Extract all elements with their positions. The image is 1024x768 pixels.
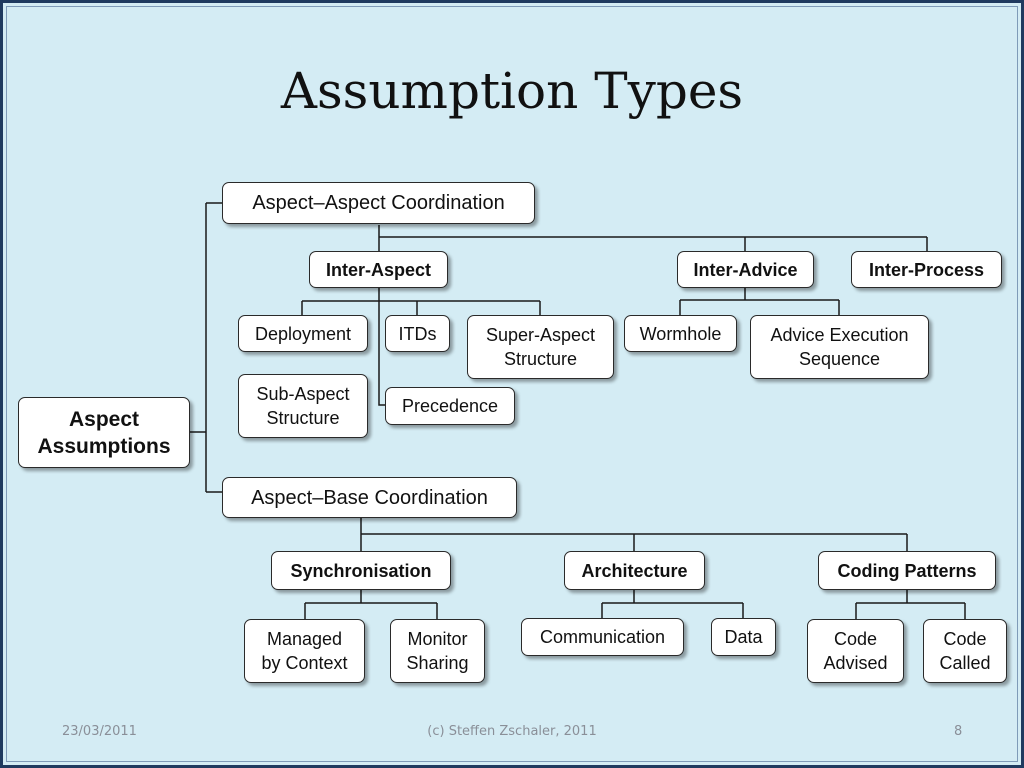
node-label: Synchronisation: [290, 560, 432, 581]
node-inter-advice: Inter-Advice: [677, 251, 814, 288]
node-synchronisation: Synchronisation: [271, 551, 451, 590]
node-label: Precedence: [401, 396, 499, 416]
node-wormhole: Wormhole: [624, 315, 737, 352]
node-label: Data: [724, 627, 763, 647]
node-label: Architecture: [581, 560, 688, 581]
node-deployment: Deployment: [238, 315, 368, 352]
connector-aspect-base: [360, 518, 908, 551]
connector-aspect-aspect: [378, 225, 928, 252]
node-label: Code Advised: [823, 629, 888, 673]
node-label: Aspect–Aspect Coordination: [252, 192, 505, 214]
footer-copyright: (c) Steffen Zschaler, 2011: [427, 724, 597, 739]
node-label: Code Called: [939, 629, 991, 673]
node-code-called: Code Called: [923, 619, 1007, 683]
node-itds: ITDs: [385, 315, 450, 352]
node-coding-patterns: Coding Patterns: [818, 551, 996, 590]
connector-synchronisation: [304, 590, 438, 619]
node-label: Aspect–Base Coordination: [251, 486, 488, 509]
node-label: Sub-Aspect Structure: [256, 384, 350, 428]
node-label: Super-Aspect Structure: [485, 325, 596, 369]
connector-coding-patterns: [855, 590, 966, 619]
node-aspect-aspect-coordination: Aspect–Aspect Coordination: [222, 182, 535, 224]
node-label: Wormhole: [639, 323, 722, 344]
node-label: Advice Execution Sequence: [770, 325, 909, 369]
node-label: Monitor Sharing: [406, 629, 469, 673]
connector-inter-aspect: [301, 288, 541, 406]
node-label: Inter-Process: [868, 259, 985, 280]
node-aspect-assumptions: Aspect Assumptions: [18, 397, 190, 468]
slide-title: Assumption Types: [280, 62, 744, 120]
footer-date: 23/03/2011: [62, 724, 137, 739]
node-label: Coding Patterns: [837, 560, 977, 581]
node-super-aspect-structure: Super-Aspect Structure: [467, 315, 614, 379]
node-communication: Communication: [521, 618, 684, 656]
node-advice-execution-sequence: Advice Execution Sequence: [750, 315, 929, 379]
node-code-advised: Code Advised: [807, 619, 904, 683]
footer-page-number: 8: [954, 724, 963, 739]
node-label: Deployment: [254, 323, 352, 344]
node-inter-process: Inter-Process: [851, 251, 1002, 288]
node-managed-by-context: Managed by Context: [244, 619, 365, 683]
node-label: Inter-Aspect: [325, 259, 432, 280]
node-sub-aspect-structure: Sub-Aspect Structure: [238, 374, 368, 438]
node-data: Data: [711, 618, 776, 656]
connector-inter-advice: [679, 288, 840, 315]
node-precedence: Precedence: [385, 387, 515, 425]
node-monitor-sharing: Monitor Sharing: [390, 619, 485, 683]
connector-architecture: [601, 590, 744, 618]
node-aspect-base-coordination: Aspect–Base Coordination: [222, 477, 517, 518]
node-label: ITDs: [398, 323, 437, 344]
node-inter-aspect: Inter-Aspect: [309, 251, 448, 288]
node-architecture: Architecture: [564, 551, 705, 590]
node-label: Aspect Assumptions: [37, 407, 171, 458]
node-label: Managed by Context: [261, 629, 348, 673]
connector-root: [190, 202, 222, 493]
node-label: Inter-Advice: [693, 259, 798, 280]
node-label: Communication: [539, 627, 666, 647]
